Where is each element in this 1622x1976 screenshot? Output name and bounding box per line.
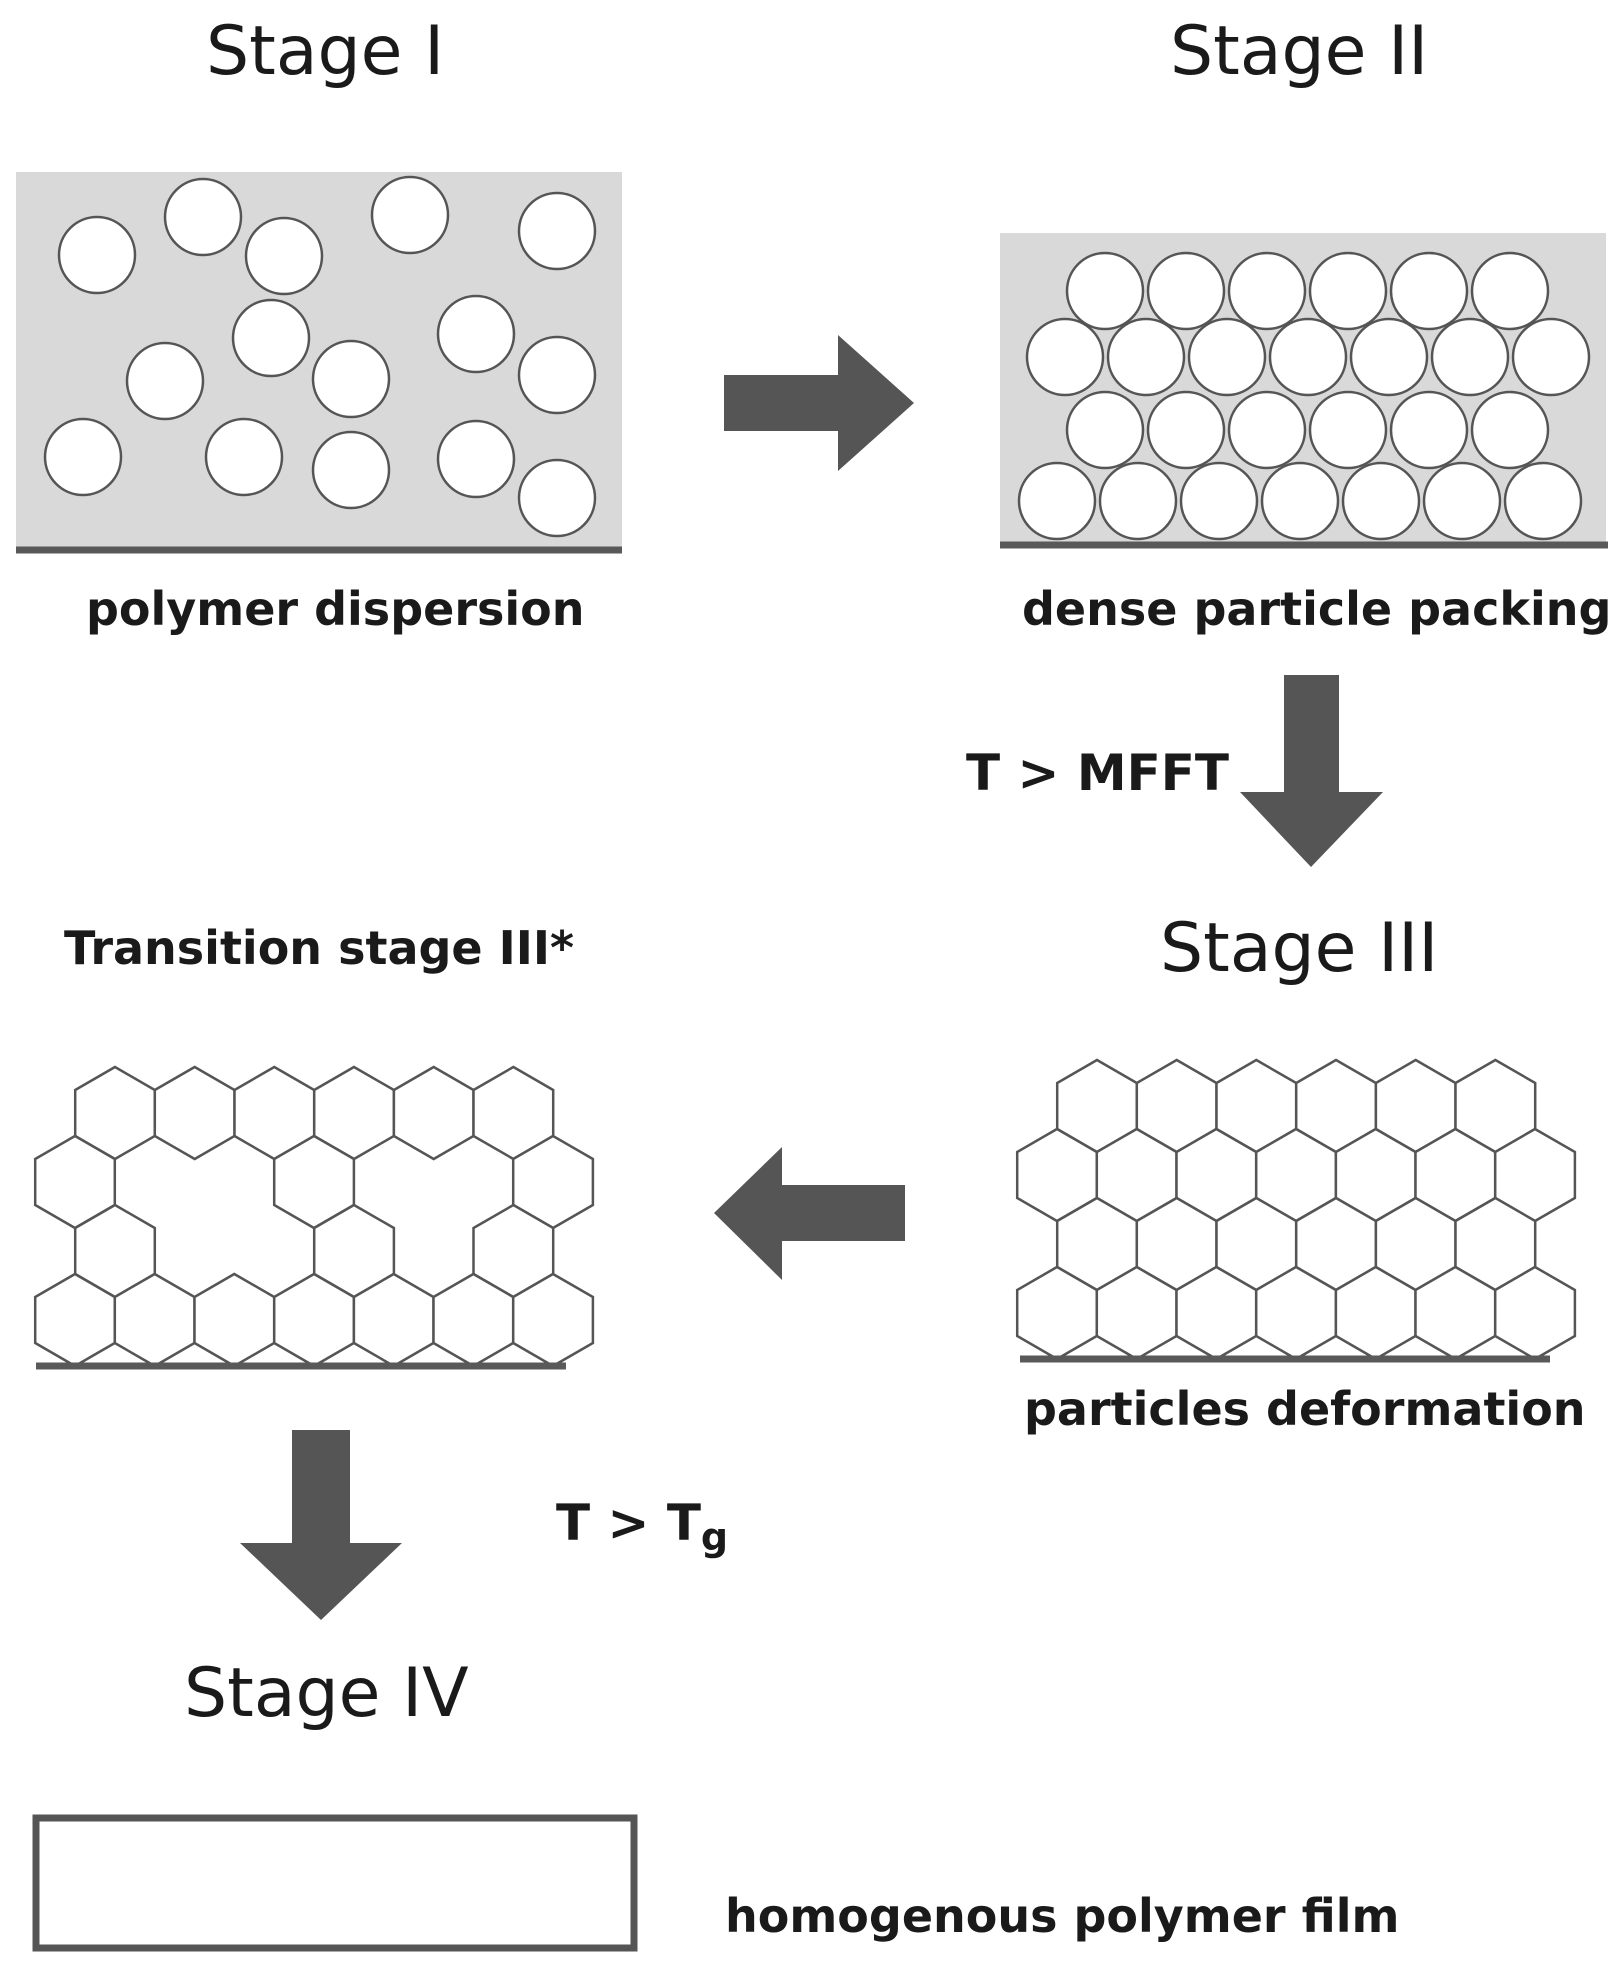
homogenous-film-caption: homogenous polymer film [725, 1889, 1400, 1943]
stage-4-title: Stage IV [184, 1654, 469, 1733]
hexagon-particle [193, 1272, 276, 1368]
particle [1470, 390, 1550, 470]
transition-particles [33, 1065, 595, 1368]
particle [1308, 390, 1388, 470]
particle [57, 215, 137, 295]
stage-3-title: Stage III [1160, 909, 1439, 988]
tg-condition: T > Tg [556, 1498, 728, 1556]
particle [1025, 317, 1105, 397]
particle [1065, 251, 1145, 331]
particle [1430, 317, 1510, 397]
deformed-particles [1015, 1058, 1577, 1361]
particle [1017, 461, 1097, 541]
stage-1-title: Stage I [206, 12, 445, 91]
particle [1179, 461, 1259, 541]
hexagon-particle [392, 1065, 475, 1161]
particle [311, 339, 391, 419]
particle [436, 419, 516, 499]
particle [1511, 317, 1591, 397]
mfft-condition: T > MFFT [966, 744, 1229, 802]
homogenous-film [32, 1814, 638, 1952]
particle [1227, 251, 1307, 331]
particle [517, 458, 597, 538]
dense-packing-caption: dense particle packing [1022, 582, 1612, 636]
arrow-down-2-icon [240, 1430, 402, 1620]
arrow-right-icon [724, 335, 914, 471]
particle [125, 341, 205, 421]
arrow-down-icon [1240, 675, 1383, 867]
stage-2-title: Stage II [1170, 12, 1429, 91]
particle [1187, 317, 1267, 397]
particle [163, 177, 243, 257]
packed-particles [1017, 251, 1591, 541]
particle [1341, 461, 1421, 541]
dispersed-particles [43, 175, 597, 538]
particle [1260, 461, 1340, 541]
particle [1422, 461, 1502, 541]
particle [43, 417, 123, 497]
particles-deformation-caption: particles deformation [1024, 1382, 1586, 1436]
particle [517, 335, 597, 415]
transition-stage-title: Transition stage III* [64, 921, 575, 975]
particle [244, 216, 324, 296]
particle [370, 175, 450, 255]
hexagon-particle [153, 1065, 236, 1161]
particle [436, 294, 516, 374]
particle [231, 298, 311, 378]
tg-condition-main: T > T [556, 1494, 701, 1552]
particle [1470, 251, 1550, 331]
particle [204, 417, 284, 497]
particle [1389, 390, 1469, 470]
stage-1-panel [16, 172, 622, 554]
particle [1146, 390, 1226, 470]
polymer-dispersion-caption: polymer dispersion [86, 582, 585, 636]
particle [1227, 390, 1307, 470]
particle [1389, 251, 1469, 331]
particle [1065, 390, 1145, 470]
particle [1098, 461, 1178, 541]
arrow-left-icon [714, 1147, 905, 1280]
particle [1106, 317, 1186, 397]
particle [311, 430, 391, 510]
stage-2-panel [1000, 233, 1608, 549]
particle [1268, 317, 1348, 397]
tg-condition-subscript: g [700, 1515, 729, 1559]
particle [1503, 461, 1583, 541]
particle [517, 191, 597, 271]
particle [1308, 251, 1388, 331]
particle [1349, 317, 1429, 397]
particle [1146, 251, 1226, 331]
